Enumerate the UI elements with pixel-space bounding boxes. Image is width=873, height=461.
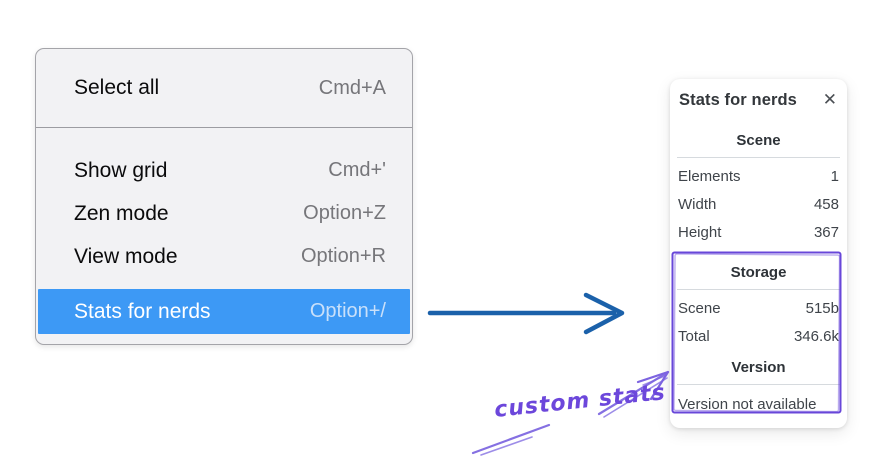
menu-item-shortcut: Option+/	[309, 300, 386, 322]
menu-item-label: Show grid	[74, 158, 168, 182]
stat-row-scene-storage: Scene 515b	[670, 294, 847, 322]
section-header-version: Version	[731, 359, 786, 376]
context-menu: Select all Cmd+A Show grid Cmd+' Zen mod…	[35, 48, 413, 345]
menu-item-zen-mode[interactable]: Zen mode Option+Z	[36, 192, 412, 235]
menu-item-show-grid[interactable]: Show grid Cmd+'	[36, 149, 412, 192]
stat-row-height: Height 367	[670, 218, 847, 246]
version-note: Version not available	[678, 396, 817, 413]
stat-row-total-storage: Total 346.6k	[670, 322, 847, 350]
section-header-storage: Storage	[730, 264, 787, 281]
stat-value: 367	[813, 223, 839, 241]
stat-label: Scene	[678, 299, 721, 317]
menu-item-shortcut: Cmd+A	[318, 76, 386, 99]
panel-title: Stats for nerds	[679, 91, 797, 109]
stat-row-elements: Elements 1	[670, 162, 847, 190]
menu-item-label: Zen mode	[74, 201, 169, 225]
stats-for-nerds-panel: Stats for nerds ✕ Scene Elements 1 Width…	[670, 79, 847, 428]
section-divider	[677, 289, 840, 290]
menu-item-label: Stats for nerds	[74, 299, 211, 323]
stat-label: Elements	[678, 167, 741, 185]
stat-row-width: Width 458	[670, 190, 847, 218]
panel-header: Stats for nerds ✕	[670, 79, 847, 110]
section-header-scene: Scene	[736, 132, 781, 149]
menu-item-shortcut: Option+R	[300, 245, 386, 267]
custom-stats-label: custom stats	[493, 380, 667, 423]
stat-label: Total	[678, 327, 710, 345]
menu-separator	[36, 127, 412, 128]
menu-item-select-all[interactable]: Select all Cmd+A	[36, 49, 412, 127]
menu-item-view-mode[interactable]: View mode Option+R	[36, 235, 412, 278]
section-divider	[677, 384, 840, 385]
stat-value: 515b	[805, 299, 839, 317]
stat-value: 458	[813, 195, 839, 213]
stat-label: Width	[678, 195, 717, 213]
stat-value: 346.6k	[793, 327, 839, 345]
stat-value: 1	[830, 167, 839, 185]
menu-item-stats-for-nerds[interactable]: Stats for nerds Option+/	[38, 289, 410, 334]
menu-item-shortcut: Option+Z	[303, 202, 386, 224]
menu-item-label: Select all	[74, 76, 160, 99]
menu-item-label: View mode	[74, 244, 178, 268]
close-icon[interactable]: ✕	[822, 90, 837, 110]
stat-label: Height	[678, 223, 722, 241]
section-divider	[677, 157, 840, 158]
menu-item-shortcut: Cmd+'	[328, 159, 386, 181]
